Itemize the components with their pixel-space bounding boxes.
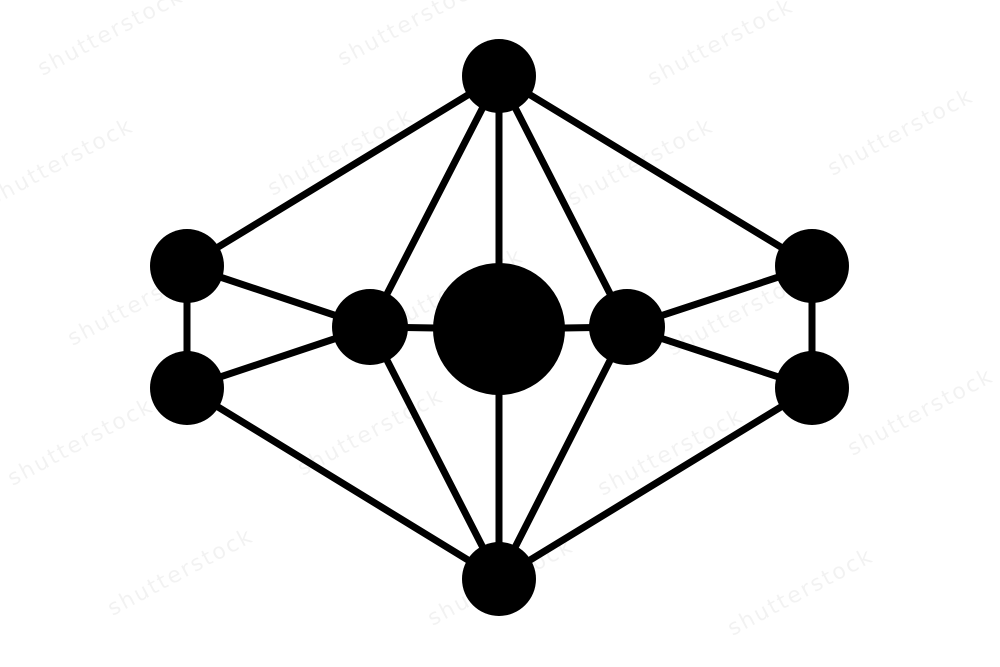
edge-top-left-upper [183,72,503,270]
edge-bottom-inner-left [366,323,503,583]
image-id-label: 1595179499 [0,422,5,529]
edge-bottom-inner-right [495,323,631,583]
edge-top-inner-right [495,72,631,331]
node-right-upper [775,229,849,303]
node-inner-left [332,289,408,365]
node-center [433,263,565,395]
node-left-lower [150,351,224,425]
edge-top-right-upper [495,72,816,270]
node-right-lower [775,351,849,425]
edge-bottom-left-lower [183,384,503,583]
node-bottom [462,542,536,616]
node-inner-right [589,289,665,365]
node-left-upper [150,229,224,303]
nodes-layer [150,39,849,616]
edge-bottom-right-lower [495,384,816,583]
node-top [462,39,536,113]
edge-top-inner-left [366,72,503,331]
